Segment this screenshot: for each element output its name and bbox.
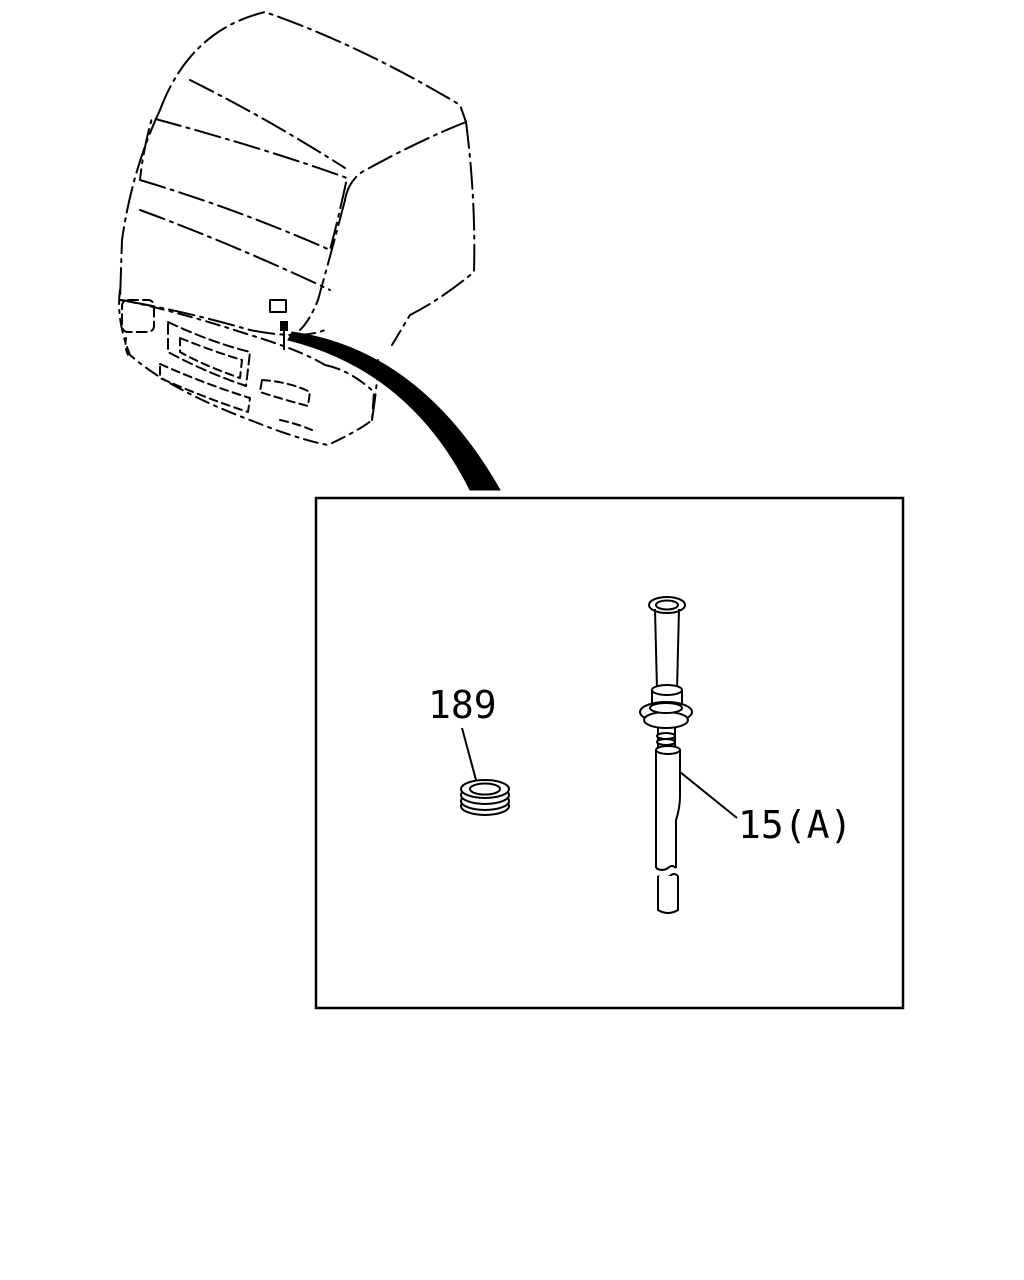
dipstick-location-marker [280,321,288,350]
grommet-part-189 [460,779,510,816]
leader-line-189 [461,727,477,781]
part-label-189: 189 [428,683,497,727]
dipstick-part-15a [639,596,693,914]
callout-leader [287,331,501,491]
detail-frame [314,496,905,1010]
part-label-15a: 15(A) [738,803,852,847]
leader-line-15a [679,771,738,819]
truck-cab-outline [118,11,476,446]
